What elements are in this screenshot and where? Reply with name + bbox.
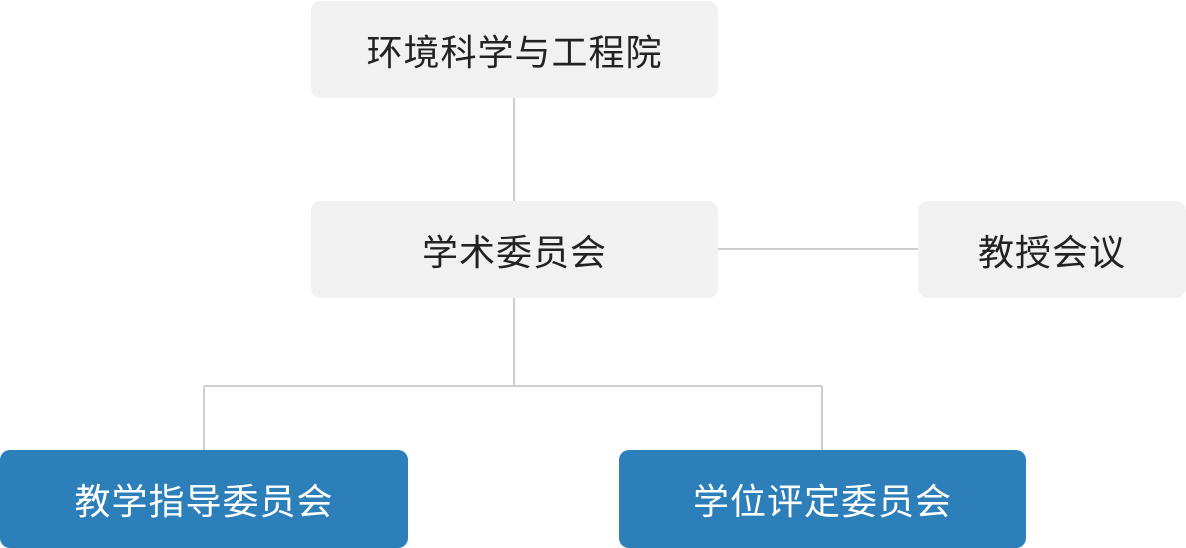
node-professors-meeting-label: 教授会议 <box>977 232 1126 274</box>
node-teaching-committee-label: 教学指导委员会 <box>74 482 334 523</box>
node-degree-committee: 学位评定委员会 <box>619 450 1026 548</box>
node-degree-committee-label: 学位评定委员会 <box>692 482 952 523</box>
node-teaching-committee: 教学指导委员会 <box>0 450 408 548</box>
node-academic-committee: 学术委员会 <box>311 201 718 298</box>
node-root: 环境科学与工程院 <box>311 1 718 98</box>
node-academic-committee-label: 学术委员会 <box>421 232 607 274</box>
node-professors-meeting: 教授会议 <box>918 201 1186 298</box>
node-root-label: 环境科学与工程院 <box>366 32 663 74</box>
